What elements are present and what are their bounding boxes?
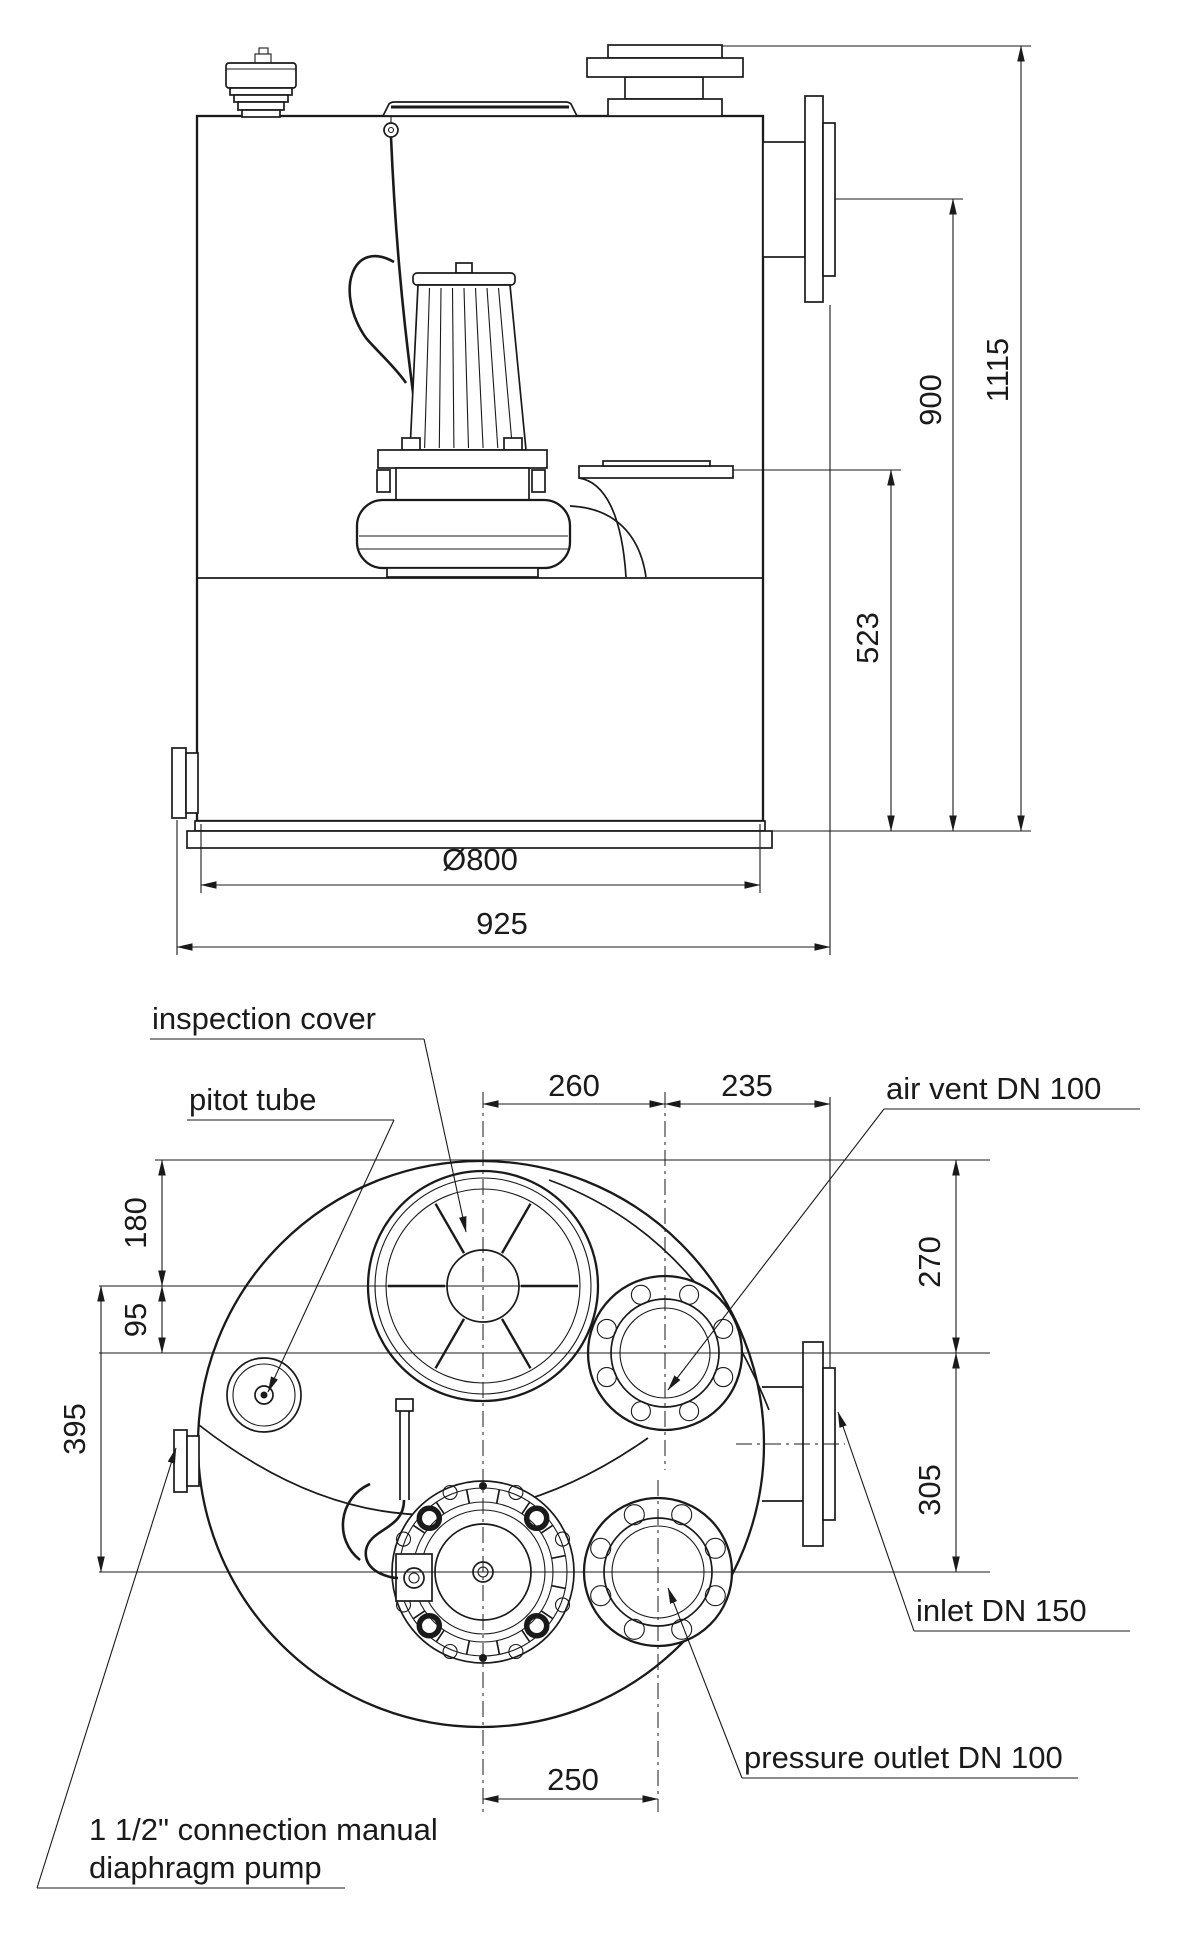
dim-outlet-connection-height: 523 xyxy=(850,612,885,664)
dim-cover-to-pitot: 95 xyxy=(118,1303,153,1337)
vent-bolt-holes xyxy=(596,1284,734,1422)
leader-air-vent xyxy=(667,1108,885,1391)
motor-fins xyxy=(424,287,513,449)
dim-cover-to-vent: 260 xyxy=(548,1068,600,1103)
pump-guide-claw xyxy=(395,1553,433,1602)
label-inlet: inlet DN 150 xyxy=(916,1593,1087,1628)
diaphragm-stub-plan xyxy=(173,1429,200,1493)
dim-overall-height: 1115 xyxy=(980,338,1015,402)
outlet-bolt-holes xyxy=(590,1504,726,1640)
inlet-flange-front xyxy=(762,95,836,303)
tank-base-front xyxy=(186,820,773,849)
pitot-fitting-front xyxy=(225,47,297,118)
dim-top-to-cover: 180 xyxy=(118,1197,153,1249)
label-pressure-outlet: pressure outlet DN 100 xyxy=(744,1740,1063,1775)
label-diaphragm-line2: diaphragm pump xyxy=(89,1850,322,1885)
label-air-vent: air vent DN 100 xyxy=(886,1071,1101,1106)
leader-inspection-cover xyxy=(423,1038,467,1233)
dim-vent-to-inlet-face: 235 xyxy=(721,1068,773,1103)
pump-hose-plan xyxy=(364,1499,406,1580)
leader-pitot-tube xyxy=(267,1119,395,1393)
leader-pressure-outlet xyxy=(667,1587,743,1779)
pump-bolts xyxy=(395,1482,571,1662)
dim-inlet-height: 900 xyxy=(913,374,948,426)
label-pitot-tube: pitot tube xyxy=(189,1082,317,1117)
label-diaphragm-line1: 1 1/2" connection manual xyxy=(89,1812,438,1847)
front-view: 1115 900 523 Ø800 925 xyxy=(171,44,1031,955)
discharge-elbow-front xyxy=(569,460,734,578)
dim-pump-to-outlet: 250 xyxy=(547,1762,599,1797)
plan-dimensions: 260 235 180 95 395 270 305 250 xyxy=(57,1068,960,1803)
pump-cable-plan xyxy=(341,1482,371,1562)
dim-top-to-vent: 270 xyxy=(912,1236,947,1288)
dim-tank-diameter: Ø800 xyxy=(442,842,518,877)
inspection-cover-front xyxy=(381,101,579,117)
floor-arc-upper xyxy=(548,1179,770,1411)
plan-labels: inspection cover pitot tube air vent DN … xyxy=(36,1001,1140,1889)
label-inspection-cover: inspection cover xyxy=(152,1001,376,1036)
dim-cover-to-pump: 395 xyxy=(57,1403,92,1455)
centerlines-plan xyxy=(99,1092,990,1812)
vent-outlet-stack-front xyxy=(586,44,744,117)
front-dimensions: 1115 900 523 Ø800 925 xyxy=(176,45,1031,955)
pump-cable-loop xyxy=(348,254,408,384)
leader-diaphragm xyxy=(36,1447,177,1889)
dim-vent-to-outlet: 305 xyxy=(912,1464,947,1516)
pump-front xyxy=(348,116,734,578)
plan-view: 260 235 180 95 395 270 305 250 inspectio… xyxy=(36,1001,1140,1889)
leader-inlet xyxy=(837,1411,915,1632)
dim-overall-width: 925 xyxy=(476,906,528,941)
diaphragm-stub-front xyxy=(171,747,199,819)
pitot-plan xyxy=(226,1357,302,1433)
cover-spokes xyxy=(388,1203,578,1369)
